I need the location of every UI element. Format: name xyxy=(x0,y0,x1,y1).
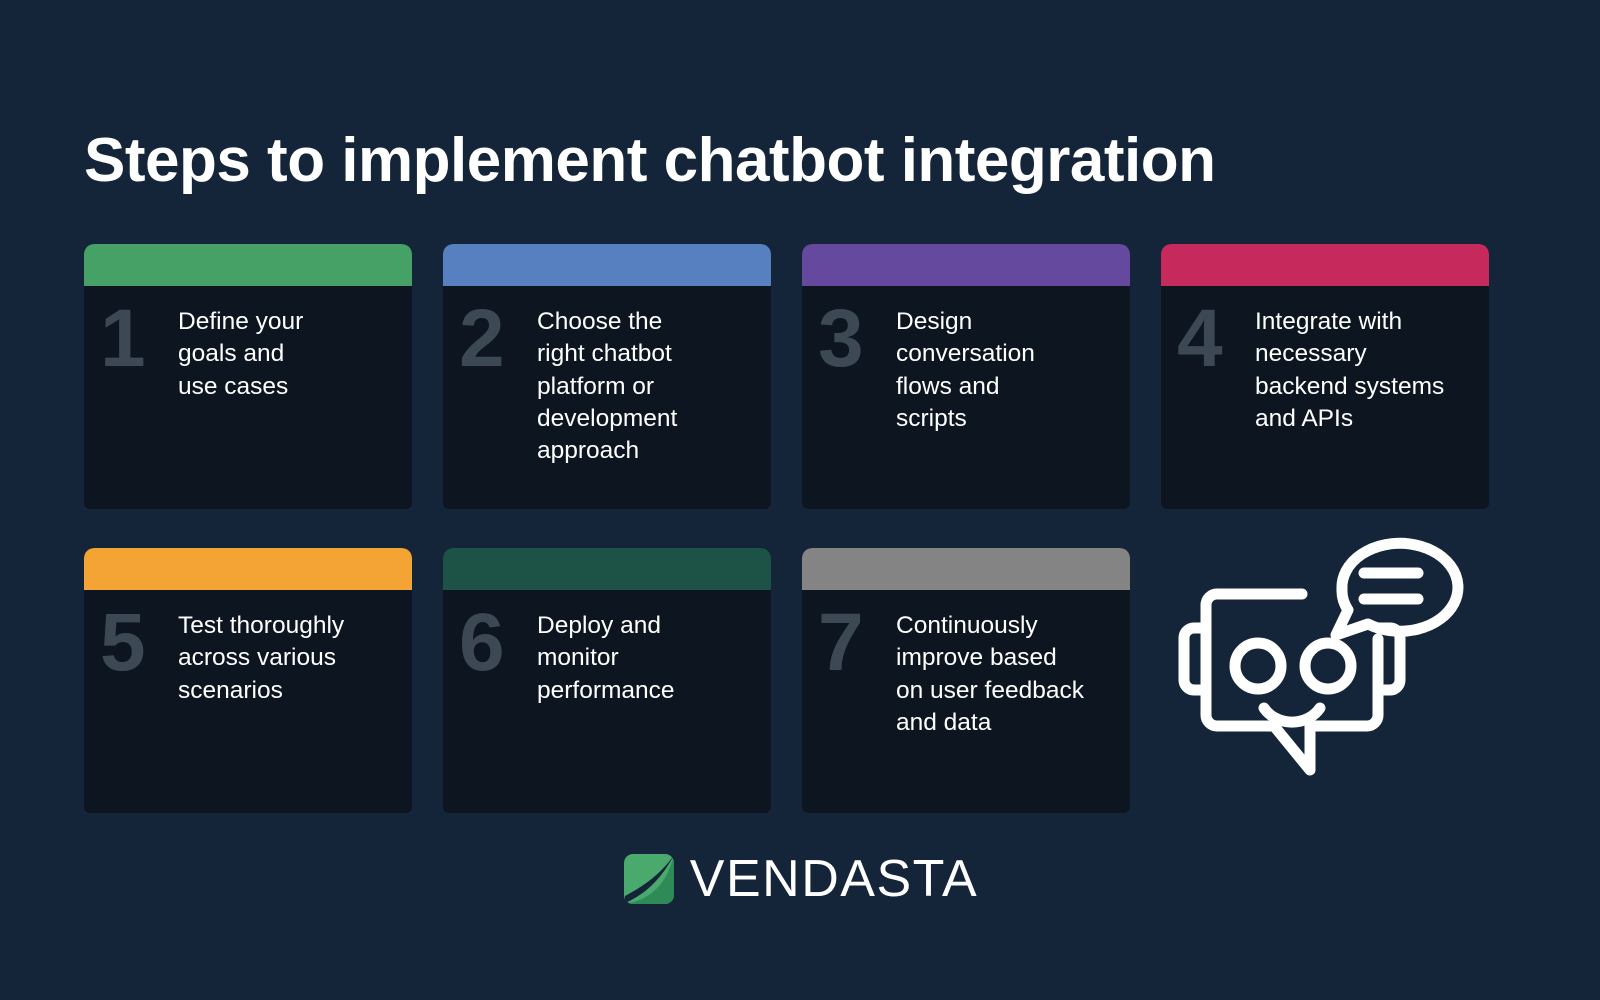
step-card-5-body: 5 Test thoroughly across various scenari… xyxy=(84,590,412,707)
step-card-6-body: 6 Deploy and monitor performance xyxy=(443,590,771,707)
robot-eye-left-icon xyxy=(1229,637,1287,695)
step-card-2-accent-bar xyxy=(443,244,771,286)
step-card-1[interactable]: 1 Define your goals and use cases xyxy=(84,244,412,509)
step-card-6[interactable]: 6 Deploy and monitor performance xyxy=(443,548,771,813)
step-card-6-number: 6 xyxy=(459,597,505,688)
robot-smile-icon xyxy=(1258,702,1326,728)
step-card-7-body: 7 Continuously improve based on user fee… xyxy=(802,590,1130,739)
step-card-3-body: 3 Design conversation flows and scripts xyxy=(802,286,1130,435)
step-card-2-number: 2 xyxy=(459,293,505,384)
step-card-1-accent-bar xyxy=(84,244,412,286)
step-card-6-accent-bar xyxy=(443,548,771,590)
step-card-5-number: 5 xyxy=(100,597,146,688)
step-card-4[interactable]: 4 Integrate with necessary backend syste… xyxy=(1161,244,1489,509)
step-card-5[interactable]: 5 Test thoroughly across various scenari… xyxy=(84,548,412,813)
step-card-5-accent-bar xyxy=(84,548,412,590)
step-card-4-text: Integrate with necessary backend systems… xyxy=(1255,308,1445,432)
robot-ear-left-icon xyxy=(1178,622,1212,696)
step-card-3-accent-bar xyxy=(802,244,1130,286)
step-card-2[interactable]: 2 Choose the right chatbot platform or d… xyxy=(443,244,771,509)
step-card-3-number: 3 xyxy=(818,293,864,384)
footer: VENDASTA xyxy=(0,852,1600,906)
steps-grid: 1 Define your goals and use cases 2 Choo… xyxy=(84,244,1516,813)
robot-face-icon xyxy=(1200,588,1384,776)
robot-eye-right-icon xyxy=(1299,637,1357,695)
vendasta-logo-mark-icon xyxy=(623,854,674,904)
chatbot-illustration xyxy=(1161,537,1489,813)
step-card-3[interactable]: 3 Design conversation flows and scripts xyxy=(802,244,1130,509)
step-card-2-text: Choose the right chatbot platform or dev… xyxy=(537,308,678,465)
steps-row-2: 5 Test thoroughly across various scenari… xyxy=(84,537,1516,813)
page-title: Steps to implement chatbot integration xyxy=(84,125,1216,195)
step-card-1-number: 1 xyxy=(100,293,146,384)
step-card-7-number: 7 xyxy=(818,597,864,688)
step-card-7-accent-bar xyxy=(802,548,1130,590)
steps-row-1: 1 Define your goals and use cases 2 Choo… xyxy=(84,244,1516,509)
step-card-7[interactable]: 7 Continuously improve based on user fee… xyxy=(802,548,1130,813)
chatbot-robot-icon xyxy=(1178,537,1464,776)
step-card-4-accent-bar xyxy=(1161,244,1489,286)
vendasta-wordmark: VENDASTA xyxy=(689,850,979,908)
step-card-6-text: Deploy and monitor performance xyxy=(537,612,675,704)
step-card-5-text: Test thoroughly across various scenarios xyxy=(178,612,345,704)
step-card-7-text: Continuously improve based on user feedb… xyxy=(896,612,1084,736)
step-card-3-text: Design conversation flows and scripts xyxy=(896,308,1035,432)
step-card-4-body: 4 Integrate with necessary backend syste… xyxy=(1161,286,1489,435)
speech-bubble-icon xyxy=(1330,537,1464,641)
step-card-1-text: Define your goals and use cases xyxy=(178,308,304,400)
vendasta-logo: VENDASTA xyxy=(622,852,978,906)
step-card-2-body: 2 Choose the right chatbot platform or d… xyxy=(443,286,771,468)
step-card-4-number: 4 xyxy=(1177,293,1223,384)
step-card-1-body: 1 Define your goals and use cases xyxy=(84,286,412,403)
